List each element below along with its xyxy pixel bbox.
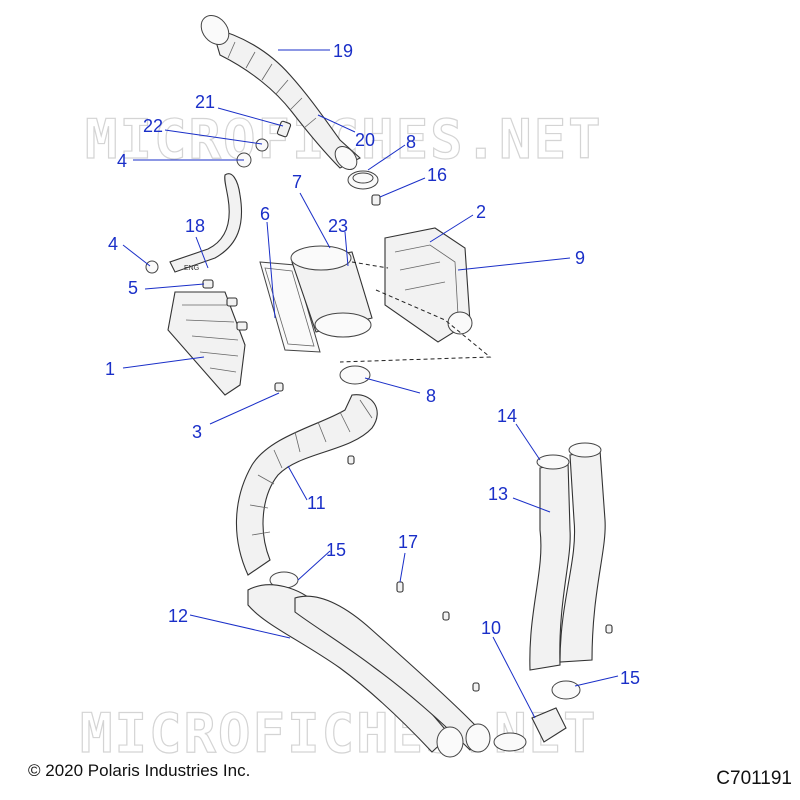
callout-6: 6 <box>260 204 270 224</box>
copyright-notice: © 2020 Polaris Industries Inc. <box>28 761 251 780</box>
callout-7: 7 <box>292 172 302 192</box>
callout-11: 11 <box>307 493 326 513</box>
leader-lines <box>122 49 619 719</box>
clamp-upper <box>347 170 379 190</box>
callout-23: 23 <box>328 216 348 236</box>
callout-15-right: 15 <box>620 668 640 688</box>
clamp-lower <box>339 365 371 385</box>
callout-10: 10 <box>481 618 501 638</box>
intake-duct-upper <box>200 15 361 171</box>
watermark-bottom: MICROFICHES.NET <box>80 702 598 765</box>
air-filter <box>290 245 373 338</box>
airbox-cover <box>167 291 246 396</box>
duct-coupler <box>493 680 581 752</box>
callout-22: 22 <box>143 116 163 136</box>
callout-1: 1 <box>105 359 115 379</box>
curved-intake-duct <box>235 394 378 576</box>
callout-14: 14 <box>497 406 517 426</box>
callout-2: 2 <box>476 202 486 222</box>
cover-fasteners <box>202 279 284 392</box>
callout-17: 17 <box>398 532 418 552</box>
drawing-number: C701191 <box>716 768 792 789</box>
callout-12: 12 <box>168 606 188 626</box>
callout-numbers: 19 21 22 4 20 8 16 2 9 7 6 23 18 4 5 1 3… <box>105 41 640 688</box>
callout-21: 21 <box>195 92 215 112</box>
callout-20: 20 <box>355 130 375 150</box>
airbox <box>384 227 473 343</box>
callout-4-lower: 4 <box>108 234 118 254</box>
airbox-gasket <box>259 261 321 353</box>
callout-8-lower: 8 <box>426 386 436 406</box>
lower-intake-duct <box>247 584 491 758</box>
callout-8-upper: 8 <box>406 132 416 152</box>
callout-18: 18 <box>185 216 205 236</box>
callout-9: 9 <box>575 248 585 268</box>
duct-fasteners <box>347 455 613 692</box>
callout-15-left: 15 <box>326 540 346 560</box>
callout-19: 19 <box>333 41 353 61</box>
callout-4-upper: 4 <box>117 151 127 171</box>
callout-16: 16 <box>427 165 447 185</box>
hose-marking: ENG <box>184 265 199 272</box>
callout-13: 13 <box>488 484 508 504</box>
small-fittings <box>145 120 381 274</box>
twin-intake-ducts <box>529 442 606 671</box>
vent-hose: ENG <box>169 173 243 273</box>
callout-5: 5 <box>128 278 138 298</box>
callout-3: 3 <box>192 422 202 442</box>
